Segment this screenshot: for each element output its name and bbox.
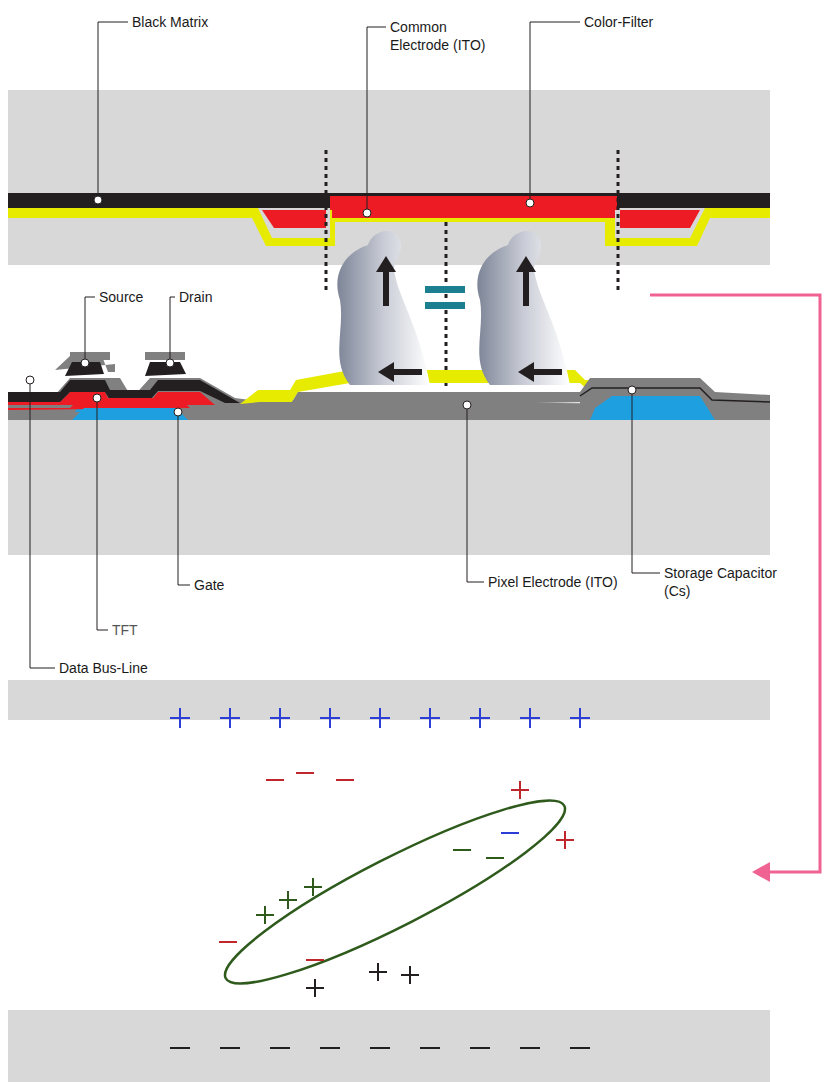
part-label: Storage Capacitor (Cs) (664, 564, 804, 600)
part-label: Source (99, 288, 143, 306)
part-label: TFT (112, 621, 138, 639)
part-label: Drain (179, 288, 212, 306)
part-label: Pixel Electrode (ITO) (488, 573, 618, 591)
part-label: Color-Filter (584, 13, 653, 31)
part-label: Black Matrix (132, 13, 208, 31)
part-label: Data Bus-Line (59, 659, 148, 677)
part-label: Gate (194, 576, 224, 594)
part-label: Common Electrode (ITO) (390, 18, 500, 54)
